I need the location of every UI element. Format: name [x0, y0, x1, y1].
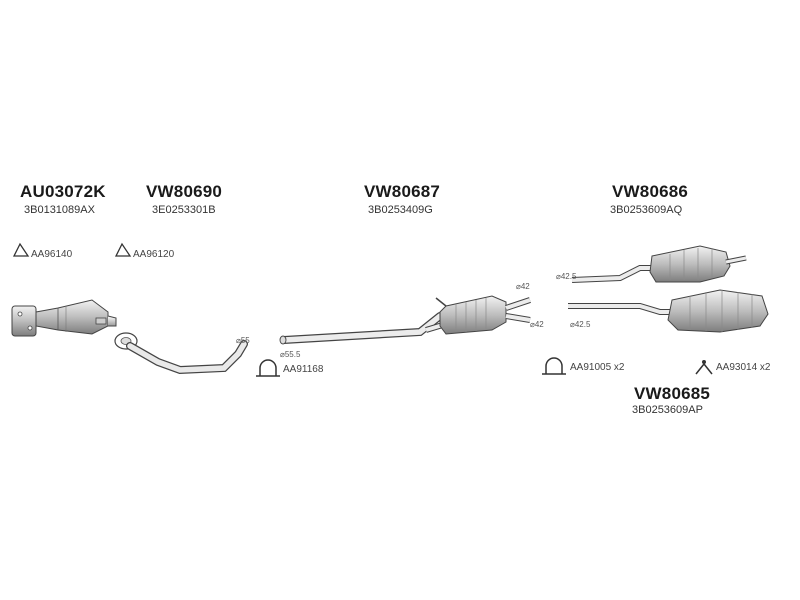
- accessory-label-aa91005: AA91005 x2: [570, 362, 625, 373]
- accessory-label-aa96140: AA96140: [31, 249, 73, 260]
- diameter-label: ⌀42.5: [570, 320, 591, 329]
- diameter-label: ⌀55.5: [280, 350, 301, 359]
- part-code-vw80685: VW80685: [634, 384, 711, 403]
- clamp-icon-aa91005: [542, 357, 566, 375]
- accessory-label-aa91168: AA91168: [283, 364, 324, 375]
- part-code-au03072k: AU03072K: [20, 182, 106, 201]
- oem-number-vw80685: 3B0253609AP: [632, 404, 703, 416]
- part-code-vw80687: VW80687: [364, 182, 441, 201]
- diameter-label: ⌀55: [236, 336, 250, 345]
- gasket-icon-aa96140: [12, 242, 30, 257]
- diameter-label: ⌀42: [530, 320, 544, 329]
- part-code-vw80686: VW80686: [612, 182, 689, 201]
- oem-number-vw80686: 3B0253609AQ: [610, 204, 683, 216]
- gasket-icon-aa96120: [114, 242, 132, 257]
- catalytic-converter[interactable]: [11, 299, 117, 337]
- oem-number-au03072k: 3B0131089AX: [24, 204, 95, 216]
- accessory-label-aa93014: AA93014 x2: [716, 362, 771, 373]
- accessory-label-aa96120: AA96120: [133, 249, 175, 260]
- centre-silencer[interactable]: [279, 295, 531, 345]
- rear-silencer-upper[interactable]: [571, 245, 747, 283]
- part-code-vw80690: VW80690: [146, 182, 223, 201]
- oem-number-vw80687: 3B0253409G: [368, 204, 433, 216]
- oem-number-vw80690: 3E0253301B: [152, 204, 216, 216]
- diameter-label: ⌀42: [516, 282, 530, 291]
- diameter-label: ⌀42.5: [556, 272, 577, 281]
- front-pipe[interactable]: [114, 332, 248, 375]
- clamp-icon-aa91168: [256, 359, 280, 377]
- hanger-icon-aa93014: [695, 360, 713, 375]
- rear-silencer-lower[interactable]: [568, 289, 769, 333]
